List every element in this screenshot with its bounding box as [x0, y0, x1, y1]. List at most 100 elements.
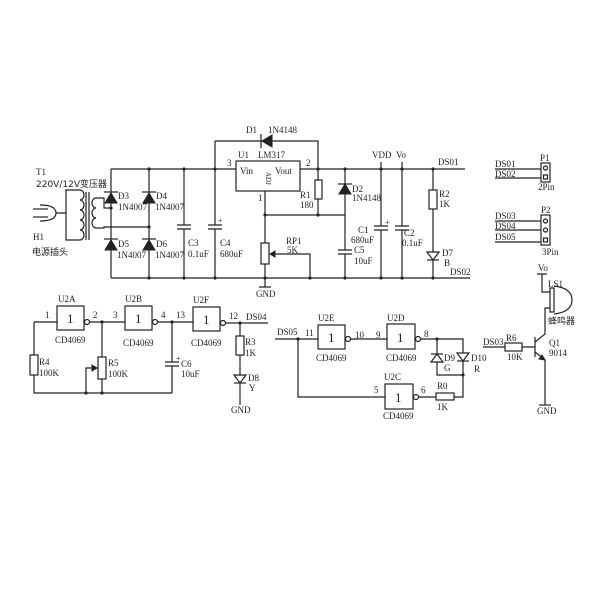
gnd-label: GND [537, 406, 557, 416]
diode-d3 [104, 191, 118, 204]
u2b-chip: CD4069 [123, 338, 154, 348]
capacitor-c4: + [208, 141, 223, 278]
u2e-chip: CD4069 [316, 353, 347, 363]
led-d9 [429, 353, 445, 363]
u2b-label: U2B [125, 294, 142, 304]
p1-pin-ds01: DS01 [495, 159, 516, 169]
gate-symbol: 1 [328, 330, 335, 345]
transistor-q1 [534, 324, 546, 405]
u1-pin2: 2 [306, 158, 311, 168]
u1-pin1: 1 [258, 193, 263, 203]
c3-value: 0.1uF [188, 249, 209, 259]
diode-d1 [260, 134, 273, 148]
c3-label: C3 [188, 238, 199, 248]
r2-value: 1K [439, 199, 451, 209]
d9-value: G [444, 363, 451, 373]
svg-text:+: + [218, 216, 223, 225]
d4-label: D4 [156, 191, 167, 201]
u1-label: U1 [238, 150, 249, 160]
t1-desc: 220V/12V变压器 [36, 178, 107, 190]
connector-p1: P1 DS01 DS02 2Pin [495, 153, 555, 192]
d5-label: D5 [118, 239, 129, 249]
svg-text:+: + [176, 354, 181, 363]
pin-label: 3 [113, 310, 118, 320]
p2-type: 3Pin [542, 247, 559, 257]
u1-adj-pin: ADJ [264, 172, 272, 185]
gnd-label: GND [231, 405, 251, 415]
d7-label: D7 [442, 248, 453, 258]
u1-vin-pin: Vin [240, 166, 253, 176]
oscillator-section: 1 1 1 U2A U2B U2F CD4069 CD4069 CD4069 1… [29, 294, 268, 415]
c4-label: C4 [220, 238, 231, 248]
d10-label: D10 [471, 353, 487, 363]
r0-value: 1K [437, 402, 449, 412]
c2-value: 0.1uF [402, 238, 423, 248]
pin-label: 2 [93, 310, 98, 320]
d6-value: 1N4007 [155, 250, 184, 260]
gate-symbol: 1 [397, 330, 404, 345]
connector-p2: P2 DS03 DS04 DS05 3Pin [495, 205, 559, 257]
u1-value: LM317 [258, 150, 286, 160]
buzzer-section: Vo LS1 蜂鸣器 DS03 R6 10K Q1 9014 GND [483, 263, 575, 416]
p2-pin-ds04: DS04 [495, 221, 516, 231]
potentiometer-rp1 [260, 242, 311, 278]
u1-vout-pin: Vout [275, 166, 292, 176]
u2a-label: U2A [58, 294, 76, 304]
u2a-chip: CD4069 [55, 335, 86, 345]
c2-label: C2 [404, 228, 415, 238]
h1-label: H1 [33, 232, 44, 242]
capacitor-c6: + [165, 354, 181, 367]
p2-pin-ds03: DS03 [495, 211, 516, 221]
r5-value: 100K [108, 369, 129, 379]
u1-pin3: 3 [227, 158, 232, 168]
capacitor-c3 [177, 169, 191, 278]
power-supply-section: H1 电源插头 T1 220V/12V变压器 D3 1N4007 D4 1N40… [32, 125, 471, 299]
c1-value: 680uF [351, 235, 374, 245]
c4-value: 680uF [220, 249, 243, 259]
gate-u2e [317, 324, 346, 350]
p2-pin-ds05: DS05 [495, 232, 516, 242]
resistor-r6 [504, 342, 523, 352]
u2f-label: U2F [193, 295, 209, 305]
resistor-r3 [235, 335, 245, 356]
u2f-chip: CD4069 [191, 338, 222, 348]
q1-label: Q1 [549, 338, 560, 348]
gate-u2b [124, 305, 153, 331]
ds04-net-label: DS04 [246, 312, 267, 322]
vo-label: Vo [538, 263, 548, 273]
ds01-net-label: DS01 [438, 157, 459, 167]
gate-symbol: 1 [135, 311, 142, 326]
p1-label: P1 [540, 153, 550, 163]
capacitor-c1: + [374, 162, 390, 278]
d4-value: 1N4007 [155, 202, 184, 212]
r3-value: 1K [245, 348, 257, 358]
ls1-desc: 蜂鸣器 [548, 315, 575, 327]
gate-symbol: 1 [203, 312, 210, 327]
ds02-net-label: DS02 [450, 267, 471, 277]
power-plug-icon [33, 189, 80, 241]
r3-label: R3 [245, 337, 256, 347]
u2d-chip: CD4069 [386, 353, 417, 363]
r6-value: 10K [507, 352, 523, 362]
svg-text:+: + [385, 218, 390, 227]
pin-label: 9 [376, 330, 381, 340]
d1-value: 1N4148 [268, 125, 297, 135]
q1-value: 9014 [549, 348, 568, 358]
d3-value: 1N4007 [118, 202, 147, 212]
p1-type: 2Pin [538, 182, 555, 192]
d2-label: D2 [352, 184, 363, 194]
c1-label: C1 [358, 225, 369, 235]
diode-d6 [142, 238, 156, 251]
d7-value: B [444, 258, 450, 268]
led-d10 [455, 352, 471, 362]
d9-label: D9 [444, 353, 455, 363]
d8-label: D8 [248, 373, 259, 383]
pin-label: 5 [374, 385, 379, 395]
p1-pin-ds02: DS02 [495, 169, 516, 179]
u2c-chip: CD4069 [383, 411, 414, 421]
pin-label: 8 [424, 329, 429, 339]
r1-label: R1 [300, 190, 311, 200]
d6-label: D6 [156, 239, 167, 249]
buzzer-icon [549, 285, 573, 315]
